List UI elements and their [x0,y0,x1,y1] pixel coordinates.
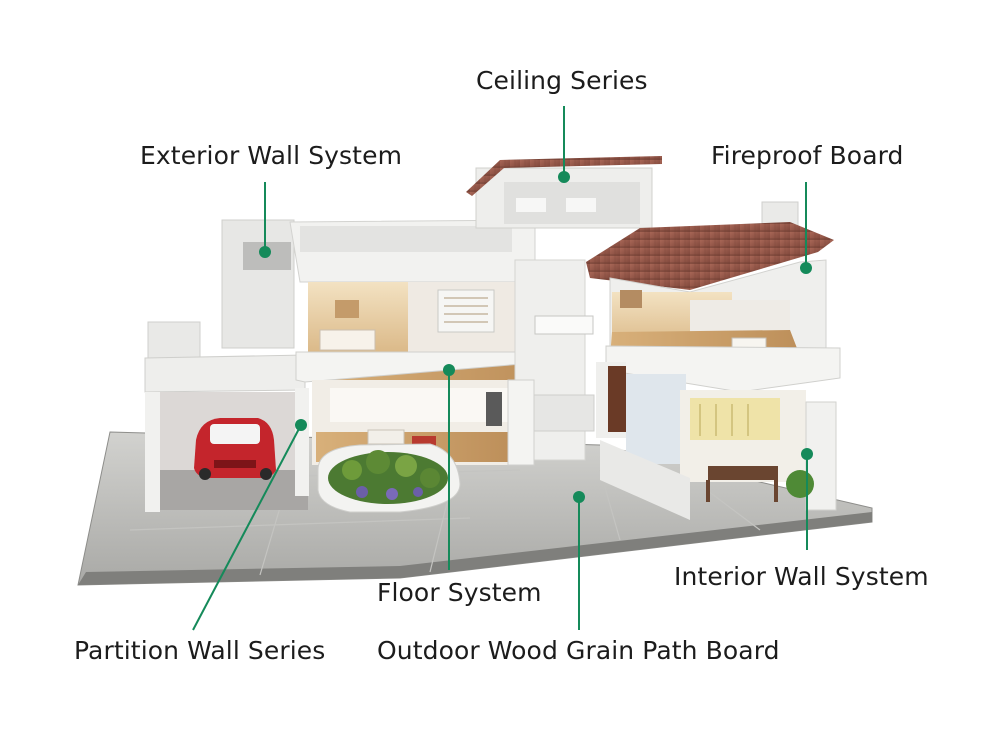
fireproof-dot [800,262,812,274]
partition-wall-leader [192,424,302,631]
rooftop-pavilion [466,156,662,229]
fireproof-board-label: Fireproof Board [711,141,904,170]
outdoor-path-dot [573,491,585,503]
garage [144,321,309,512]
garden-planter [317,443,461,513]
floor-dot [443,364,455,376]
outdoor-path-board-label: Outdoor Wood Grain Path Board [377,636,780,665]
exterior-wall-dot [259,246,271,258]
main-structure [221,219,595,513]
anchor-dots [259,171,813,503]
ceiling-dot [558,171,570,183]
exterior-wall-label: Exterior Wall System [140,141,403,170]
floor-system-label: Floor System [377,578,542,607]
interior-wall-label: Interior Wall System [674,562,929,591]
ceiling-series-label: Ceiling Series [476,66,648,95]
red-car [194,418,276,480]
leader-lines [192,106,808,631]
partition-wall-label: Partition Wall Series [74,636,326,665]
interior-wall-dot [801,448,813,460]
right-wing [586,201,841,520]
partition-wall-dot [295,419,307,431]
